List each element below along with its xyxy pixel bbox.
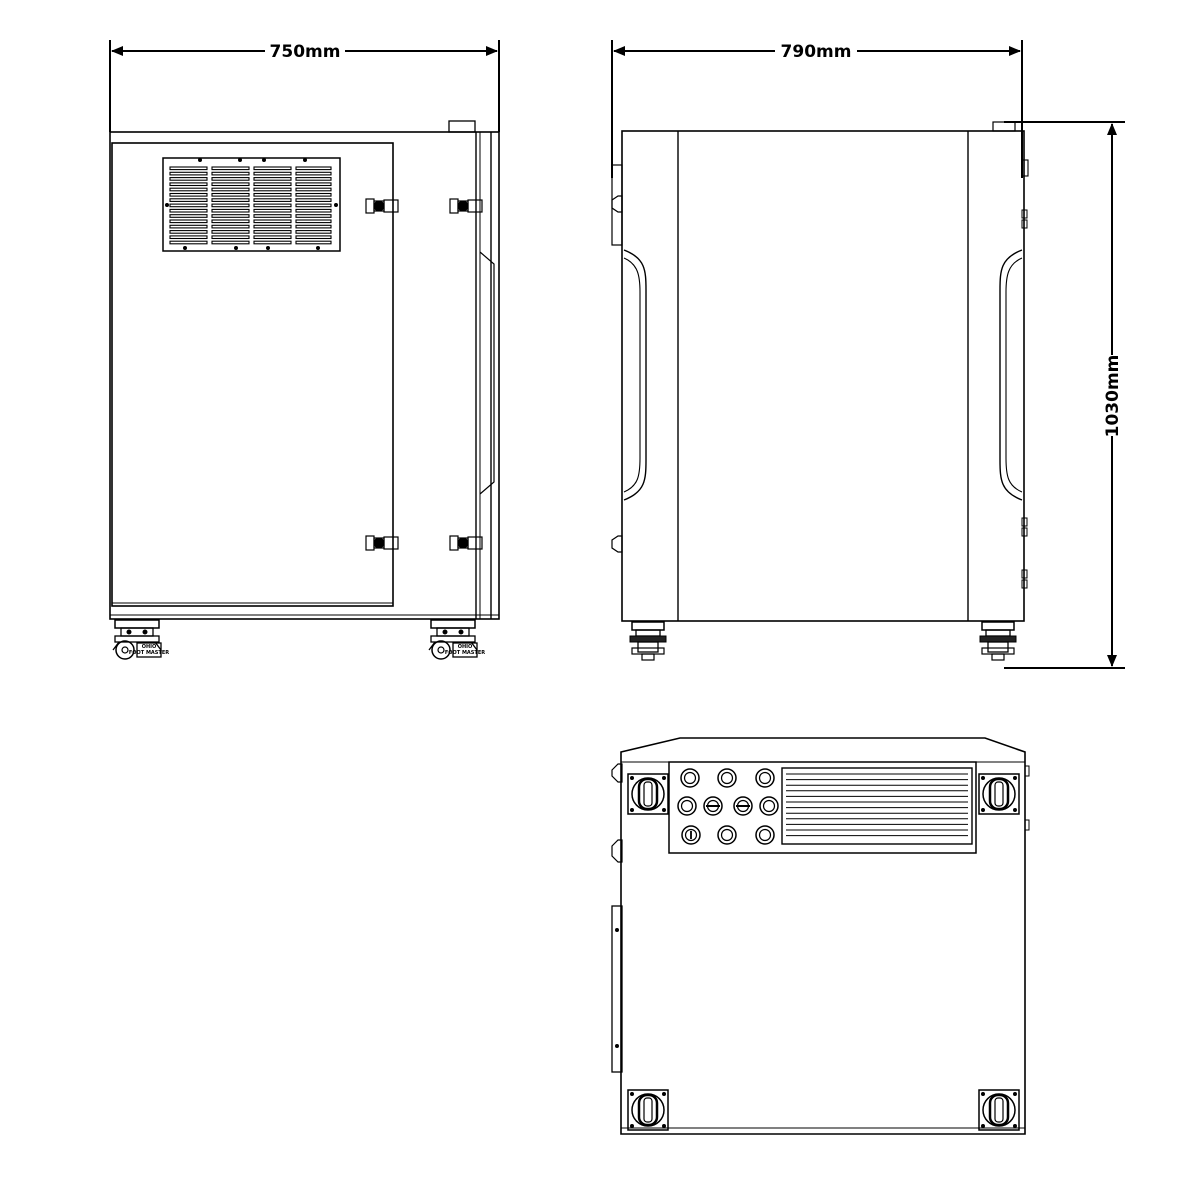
caster-top-left-icon (626, 772, 670, 816)
vent-slat (169, 214, 208, 218)
vent-slat (295, 230, 332, 234)
vent-slat (211, 177, 250, 181)
vent-slat (295, 214, 332, 218)
vent-slat (211, 182, 250, 187)
vent-slat (295, 198, 332, 202)
vent-slat (295, 192, 332, 197)
caster-bottom-left-icon (626, 1088, 670, 1132)
control-knob-icon[interactable] (755, 768, 775, 788)
control-knob-icon[interactable] (717, 768, 737, 788)
vent-slat (169, 240, 208, 245)
vent-slat (295, 240, 332, 245)
caster-label: FOOT MASTER (445, 650, 485, 656)
latch-icon[interactable] (449, 535, 483, 551)
vent-slat (295, 224, 332, 229)
dimension-790: 790mm (611, 40, 1023, 178)
caster-side-right-icon (979, 621, 1017, 661)
vent-slat (253, 177, 292, 181)
caster-bottom-right-icon (977, 1088, 1021, 1132)
vent-slat (211, 203, 250, 208)
vent-slat (295, 203, 332, 208)
panel-vent (781, 767, 973, 845)
vent-slat (169, 187, 208, 192)
vent-slat (211, 240, 250, 245)
dimension-1030: 1030mm (1004, 121, 1125, 669)
vent-slat (169, 219, 208, 224)
control-knob-icon[interactable] (759, 796, 779, 816)
vent-slat (169, 192, 208, 197)
vent-slat (295, 208, 332, 213)
vent-slat (169, 235, 208, 240)
control-knob-icon[interactable] (717, 825, 737, 845)
vent-slat (169, 224, 208, 229)
caster-label: OHIO (458, 644, 473, 650)
vent-slat (211, 208, 250, 213)
control-panel (668, 761, 977, 854)
vent-slat (211, 198, 250, 202)
vent-slat (211, 230, 250, 234)
latch-icon[interactable] (449, 198, 483, 214)
vent-slat (253, 240, 292, 245)
vent-slat (253, 230, 292, 234)
vent-slat (295, 187, 332, 192)
vent-slat (169, 182, 208, 187)
vent-slat (211, 235, 250, 240)
vent-slat (211, 171, 250, 176)
vent-slat (211, 224, 250, 229)
vent-slat (169, 203, 208, 208)
vent-slat (211, 214, 250, 218)
dimension-label-1030: 1030mm (1103, 355, 1123, 438)
dimension-750: 750mm (109, 40, 500, 132)
vent-slat (211, 192, 250, 197)
front-view (109, 120, 500, 660)
vent-grille (162, 157, 341, 252)
vent-slat (169, 177, 208, 181)
vent-slat (295, 177, 332, 181)
vent-slat (211, 166, 250, 171)
vent-slat (295, 182, 332, 187)
dimension-label-750: 750mm (270, 42, 341, 62)
vent-slat (169, 166, 208, 171)
vent-slat (169, 208, 208, 213)
vent-slat (253, 224, 292, 229)
vent-slat (169, 198, 208, 202)
control-knob-icon[interactable] (680, 768, 700, 788)
caster-side-left-icon (629, 621, 667, 661)
vent-slat (253, 235, 292, 240)
vent-slat (253, 182, 292, 187)
dimension-label-790: 790mm (781, 42, 852, 62)
caster-label: FOOT MASTER (129, 650, 169, 656)
control-knob-icon[interactable] (755, 825, 775, 845)
vent-slat (253, 187, 292, 192)
vent-slat (295, 235, 332, 240)
top-view (611, 737, 1030, 1135)
vent-slat (253, 192, 292, 197)
caster-label: OHIO (142, 644, 157, 650)
vent-slat (169, 171, 208, 176)
vent-slat (211, 219, 250, 224)
vent-slat (253, 208, 292, 213)
vent-slat (295, 219, 332, 224)
vent-slat (253, 198, 292, 202)
vent-slat (295, 166, 332, 171)
control-knob-icon[interactable] (677, 796, 697, 816)
vent-slat (253, 171, 292, 176)
caster-top-right-icon (977, 772, 1021, 816)
vent-slat (295, 171, 332, 176)
vent-slat (253, 166, 292, 171)
vent-slat (253, 203, 292, 208)
side-view (611, 121, 1029, 661)
vent-slat (211, 187, 250, 192)
vent-slat (253, 219, 292, 224)
vent-slat (169, 230, 208, 234)
vent-slat (253, 214, 292, 218)
